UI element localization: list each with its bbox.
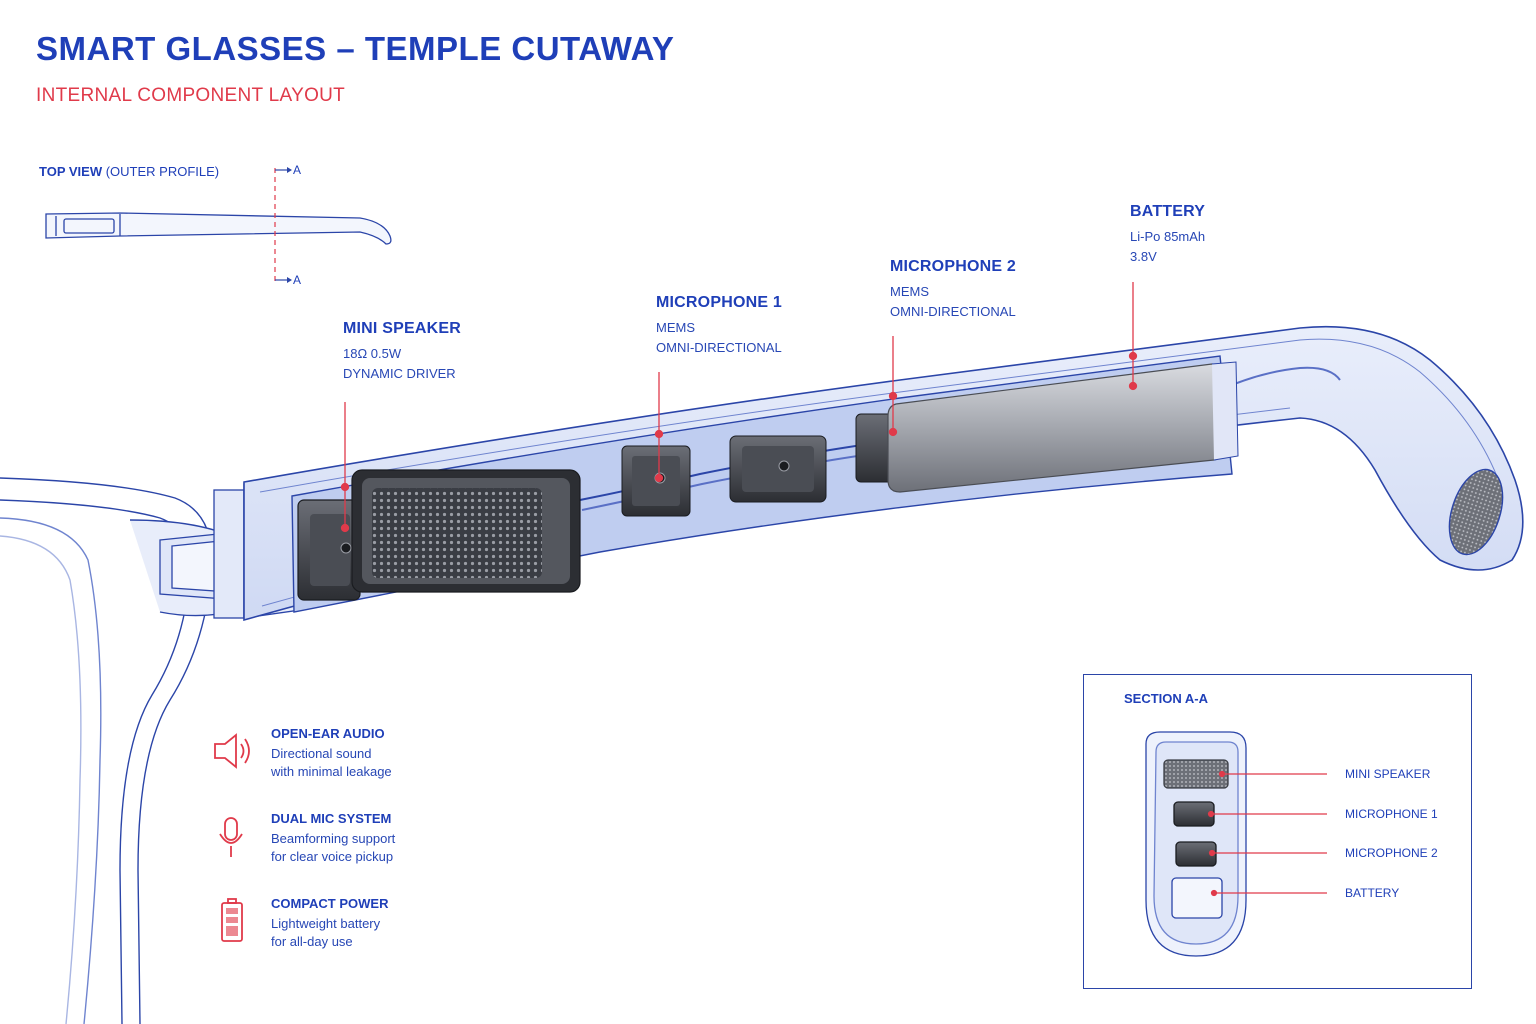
top-view-profile [45,212,392,245]
feature-open-ear-audio: OPEN-EAR AUDIO Directional sound with mi… [210,726,450,796]
page-title: SMART GLASSES – TEMPLE CUTAWAY [36,30,675,67]
section-leaders [1207,770,1327,897]
callout-title: MINI SPEAKER [343,320,461,337]
section-mark-top: A [293,163,302,177]
section-label-microphone-1: MICROPHONE 1 [1345,807,1438,821]
callout-battery: BATTERY Li-Po 85mAh 3.8V [1130,203,1205,267]
mini-speaker-component [297,469,581,601]
callout-title: MICROPHONE 1 [656,294,782,311]
battery-component [887,361,1239,493]
feature-line: with minimal leakage [271,764,392,779]
feature-title: OPEN-EAR AUDIO [271,726,385,741]
feature-compact-power: COMPACT POWER Lightweight battery for al… [210,896,450,966]
section-label-mini-speaker: MINI SPEAKER [1345,767,1431,781]
page-subtitle: INTERNAL COMPONENT LAYOUT [36,85,346,106]
feature-title: COMPACT POWER [271,896,389,911]
callout-line: OMNI-DIRECTIONAL [656,340,782,355]
callout-microphone-1: MICROPHONE 1 MEMS OMNI-DIRECTIONAL [656,294,782,358]
section-title: SECTION A-A [1124,691,1209,706]
callout-line: MEMS [890,284,929,299]
ear-tip [1448,468,1504,556]
top-view-label-rest: (OUTER PROFILE) [105,164,220,179]
feature-line: Directional sound [271,746,372,761]
feature-line: for clear voice pickup [271,849,394,864]
top-view-label-bold: TOP VIEW [39,164,103,179]
feature-line: Beamforming support [271,831,396,846]
callout-line: MEMS [656,320,695,335]
section-mark-bottom: A [293,273,302,287]
section-line-a [274,167,292,285]
callout-mini-speaker: MINI SPEAKER 18Ω 0.5W DYNAMIC DRIVER [343,320,461,384]
callout-line: Li-Po 85mAh [1130,229,1206,244]
callout-microphone-2: MICROPHONE 2 MEMS OMNI-DIRECTIONAL [890,258,1016,322]
section-label-microphone-2: MICROPHONE 2 [1345,846,1438,860]
battery-icon [221,898,243,942]
section-crosssection [1145,731,1247,957]
section-label-battery: BATTERY [1345,886,1400,900]
callout-line: OMNI-DIRECTIONAL [890,304,1016,319]
speaker-icon [214,733,250,769]
feature-dual-mic-system: DUAL MIC SYSTEM Beamforming support for … [210,811,450,881]
callout-leaders [340,282,1138,533]
feature-title: DUAL MIC SYSTEM [271,811,392,826]
microphone-icon [219,817,243,857]
callout-title: BATTERY [1130,203,1206,220]
callout-line: 3.8V [1130,249,1157,264]
callout-line: 18Ω 0.5W [343,346,402,361]
callout-title: MICROPHONE 2 [890,258,1016,275]
feature-line: Lightweight battery [271,916,381,931]
feature-line: for all-day use [271,934,353,949]
microphone-1-component [621,445,691,517]
top-view-label: TOP VIEW (OUTER PROFILE) [39,164,219,179]
callout-line: DYNAMIC DRIVER [343,366,456,381]
